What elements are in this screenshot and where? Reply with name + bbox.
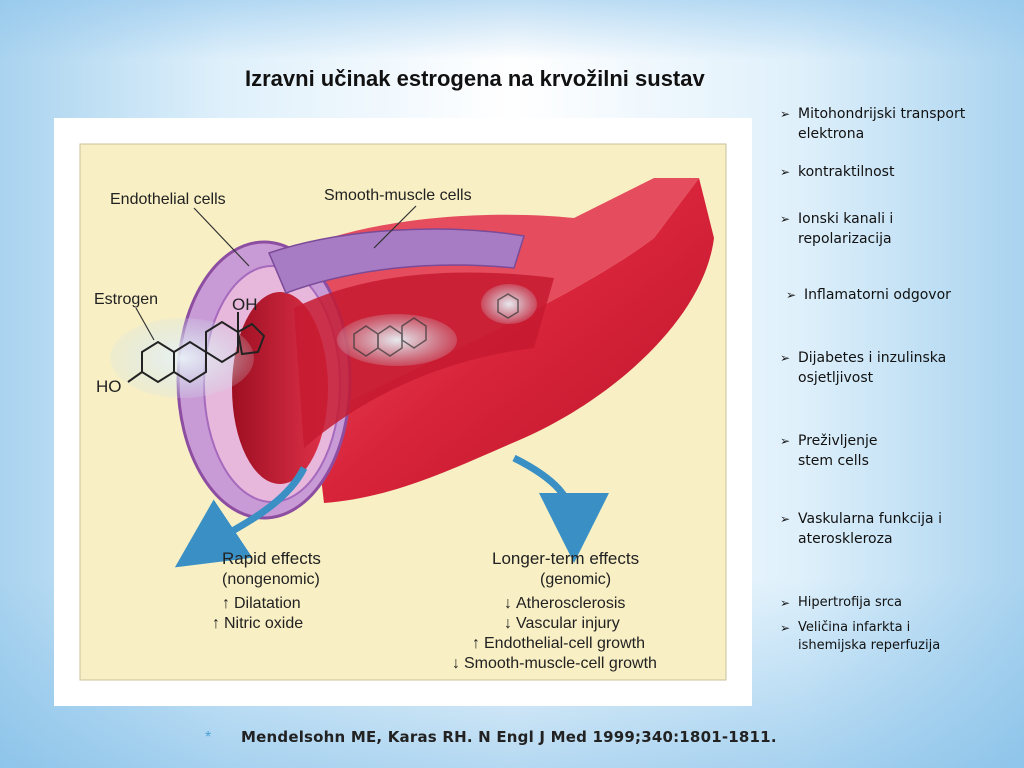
bullet-arrow-icon: ➢ (780, 351, 791, 365)
bullet-item: ➢ Mitohondrijski transport elektrona (780, 104, 1010, 144)
bullet-item: ➢ Preživljenje stem cells (780, 431, 1010, 471)
effect-text: Smooth-muscle-cell growth (464, 655, 657, 672)
bullet-arrow-icon: ➢ (780, 212, 791, 226)
label-ho: HO (96, 377, 122, 396)
effect-text: Endothelial-cell growth (484, 635, 645, 652)
effect-text: Vascular injury (516, 615, 620, 632)
longer-effects-arrow (512, 454, 609, 563)
endothelial-pointer (193, 207, 250, 267)
molecule-glow-2 (337, 314, 457, 366)
estrogen-structure (127, 312, 266, 384)
bullet-text: Inflamatorni odgovor (804, 287, 951, 303)
bullet-text: Mitohondrijski transport (798, 106, 966, 122)
estrogen-pointer (135, 307, 155, 341)
bullet-text: Veličina infarkta i (798, 620, 911, 635)
molecule-glow-3 (481, 284, 537, 324)
bullet-arrow-icon: ➢ (780, 107, 791, 121)
bullet-text: kontraktilnost (798, 164, 895, 180)
bullet-text: Vaskularna funkcija i (798, 511, 942, 527)
bullet-item: ➢ Hipertrofija srca (780, 594, 1010, 612)
bullet-text: Hipertrofija srca (798, 595, 902, 610)
effect-arrow: ↓ (504, 595, 512, 612)
molecule-glow-1 (110, 318, 254, 398)
smooth-muscle-layer (267, 228, 525, 294)
estrogen-vessel-figure: Endothelial cells Smooth-muscle cells Es… (54, 118, 752, 706)
top-gradient-band (0, 0, 1024, 60)
longer-effect-row: ↓Smooth-muscle-cell growth (452, 655, 657, 672)
bullet-arrow-icon: ➢ (780, 434, 791, 448)
label-estrogen: Estrogen (94, 291, 158, 308)
vessel-illustration: Endothelial cells Smooth-muscle cells Es… (79, 143, 727, 681)
bullet-text: Ionski kanali i (798, 211, 894, 227)
longer-effect-row: ↑Endothelial-cell growth (472, 635, 645, 652)
rapid-effects-title: Rapid effects (222, 549, 321, 568)
effect-text: Dilatation (234, 595, 301, 612)
bullet-arrow-icon: ➢ (780, 596, 791, 610)
citation-text: Mendelsohn ME, Karas RH. N Engl J Med 19… (241, 728, 777, 746)
bullet-text: Preživljenje (798, 433, 878, 449)
bullet-item: ➢ Inflamatorni odgovor (786, 285, 1016, 305)
bullet-item: ➢ Ionski kanali i repolarizacija (780, 209, 1010, 249)
rapid-effects-arrow (174, 466, 308, 568)
bullet-text-cont: osjetljivost (798, 370, 874, 386)
citation: * Mendelsohn ME, Karas RH. N Engl J Med … (205, 728, 777, 747)
effect-text: Atherosclerosis (516, 595, 625, 612)
effect-arrow: ↓ (504, 615, 512, 632)
effect-text: Nitric oxide (224, 615, 303, 632)
rapid-effect-row: ↑Dilatation (222, 595, 301, 612)
effect-arrow: ↑ (212, 615, 220, 632)
bullet-text-cont: ateroskleroza (798, 531, 893, 547)
bullet-item: ➢ Vaskularna funkcija i ateroskleroza (780, 509, 1010, 549)
citation-star-icon: * (205, 729, 212, 746)
bullet-item: ➢ Dijabetes i inzulinska osjetljivost (780, 348, 1010, 388)
label-oh: OH (232, 295, 258, 314)
effect-arrow: ↓ (452, 655, 460, 672)
rapid-effect-row: ↑Nitric oxide (212, 615, 303, 632)
rapid-effects-subtitle: (nongenomic) (222, 571, 320, 588)
longer-effect-row: ↓Atherosclerosis (504, 595, 625, 612)
label-endothelial-cells: Endothelial cells (110, 191, 226, 208)
molecule-in-lumen (353, 293, 519, 357)
bullet-text-cont: stem cells (798, 453, 869, 469)
bullet-text-cont: elektrona (798, 126, 865, 142)
bullet-text-cont: ishemijska reperfuzija (798, 638, 941, 653)
bullet-text: Dijabetes i inzulinska (798, 350, 947, 366)
slide-title: Izravni učinak estrogena na krvožilni su… (245, 66, 705, 91)
smooth-muscle-pointer (373, 205, 417, 249)
bullet-item: ➢ kontraktilnost (780, 162, 1010, 182)
effect-arrow: ↑ (472, 635, 480, 652)
bullet-item: ➢ Veličina infarkta i ishemijska reperfuz… (780, 619, 1010, 655)
longer-effect-row: ↓Vascular injury (504, 615, 620, 632)
longer-effects-subtitle: (genomic) (540, 571, 611, 588)
bullet-arrow-icon: ➢ (786, 288, 797, 302)
label-smooth-muscle-cells: Smooth-muscle cells (324, 187, 472, 204)
bullet-arrow-icon: ➢ (780, 165, 791, 179)
longer-effects-title: Longer-term effects (492, 549, 639, 568)
bullet-text-cont: repolarizacija (798, 231, 892, 247)
bullet-arrow-icon: ➢ (780, 621, 791, 635)
bullet-arrow-icon: ➢ (780, 512, 791, 526)
effect-arrow: ↑ (222, 595, 230, 612)
